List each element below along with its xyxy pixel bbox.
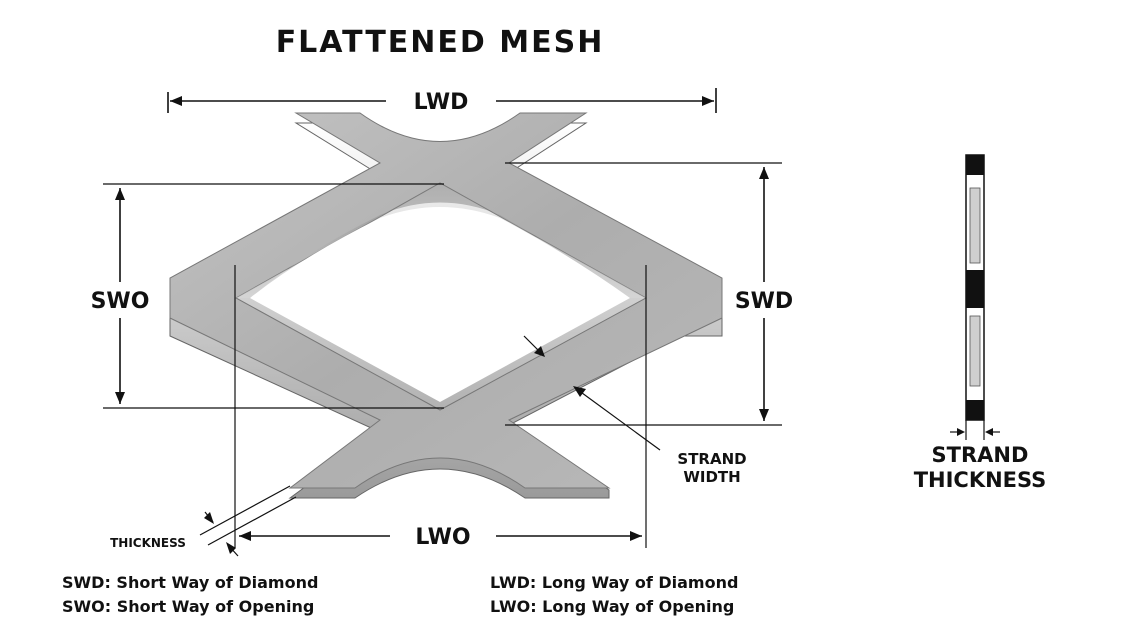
- lwd-dimension: LWD: [167, 88, 717, 115]
- thickness-dimension: THICKNESS: [110, 485, 297, 557]
- legend-swd: SWD: Short Way of Diamond: [62, 573, 318, 592]
- strand-width-dimension: STRAND WIDTH: [523, 335, 747, 486]
- legend-swo: SWO: Short Way of Opening: [62, 597, 314, 616]
- legend-lwd: LWD: Long Way of Diamond: [490, 573, 738, 592]
- mesh-strand-shape: [169, 112, 723, 499]
- swd-dimension: SWD: [505, 162, 793, 426]
- lwo-label: LWO: [415, 525, 470, 550]
- strand-thickness-label-line1: STRAND: [932, 443, 1029, 467]
- strand-thickness-profile: STRAND THICKNESS: [914, 154, 1047, 492]
- strand-thickness-label-line2: THICKNESS: [914, 468, 1047, 492]
- lwo-dimension: LWO: [234, 265, 647, 550]
- thickness-label: THICKNESS: [110, 536, 186, 550]
- diagram-title: FLATTENED MESH: [276, 25, 605, 60]
- swo-dimension: SWO: [91, 183, 444, 409]
- strand-width-label-line1: STRAND: [677, 450, 746, 468]
- legend-lwo: LWO: Long Way of Opening: [490, 597, 734, 616]
- strand-width-label-line2: WIDTH: [683, 468, 740, 486]
- swd-label: SWD: [735, 289, 793, 314]
- swo-label: SWO: [91, 289, 150, 314]
- legend: SWD: Short Way of Diamond SWO: Short Way…: [62, 573, 738, 616]
- lwd-label: LWD: [414, 90, 469, 115]
